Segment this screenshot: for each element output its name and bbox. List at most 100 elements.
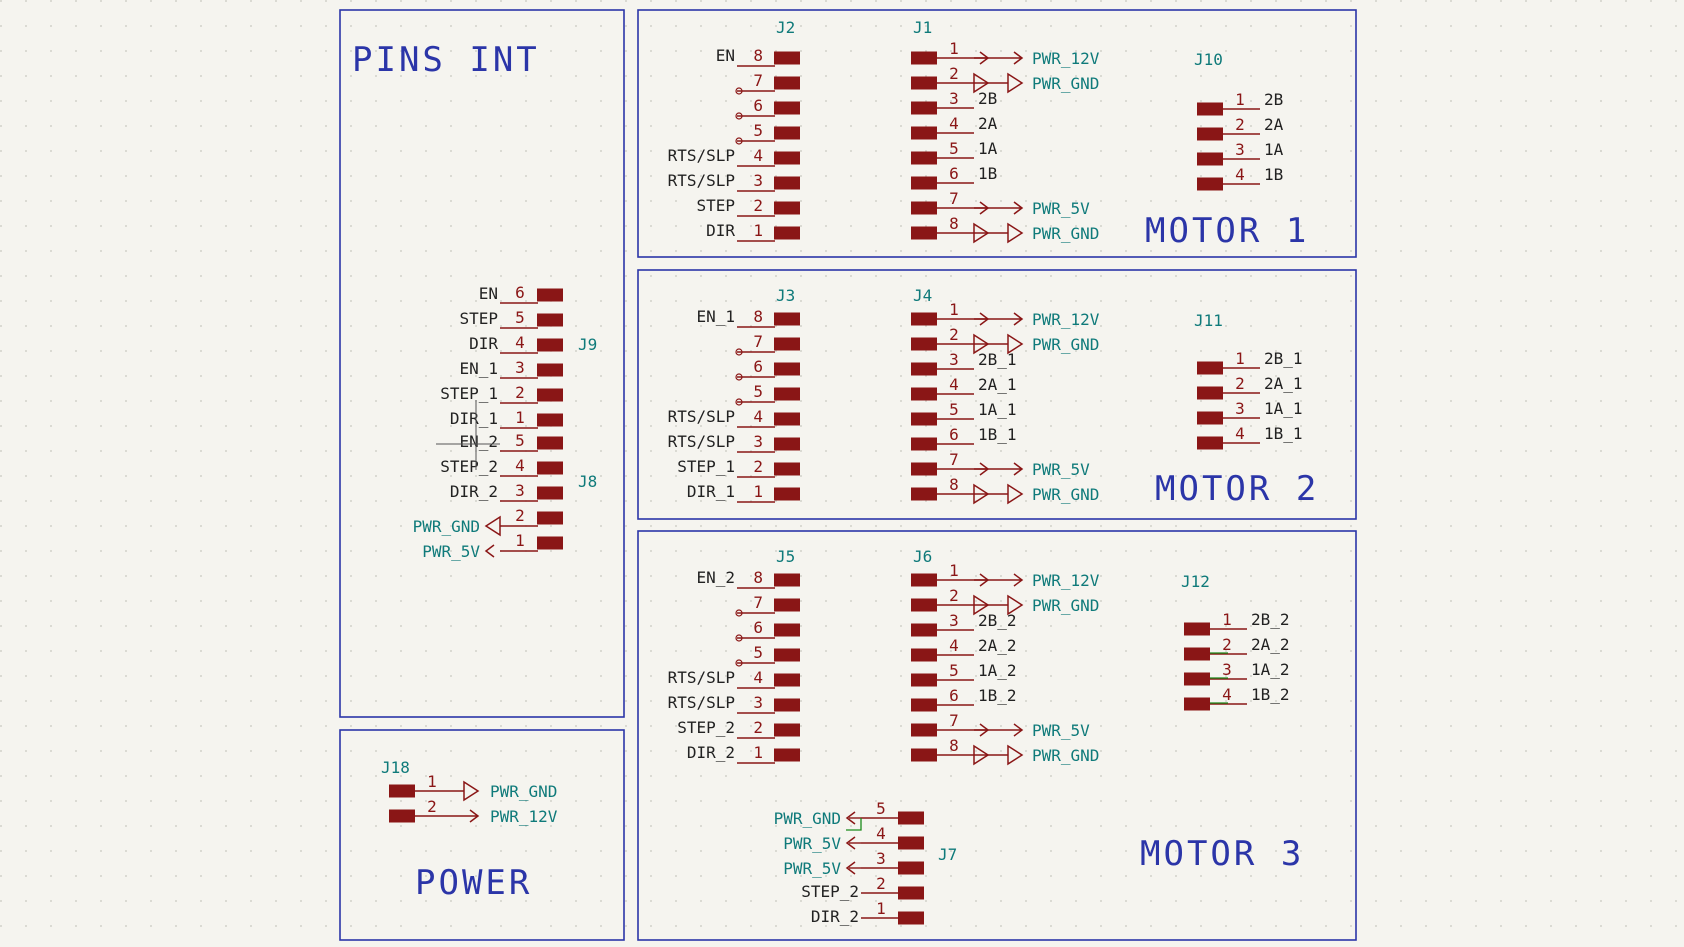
pin-number: 1 [949,39,959,58]
pin-label: RTS/SLP [668,693,735,712]
wire [846,818,862,831]
pin-number: 5 [753,121,763,140]
pin-pad [537,413,563,427]
pin-number: 5 [949,400,959,419]
net-label: PWR_12V [1032,571,1100,590]
pin-number: 8 [949,475,959,494]
net-label: PWR_GND [490,782,557,801]
pin-label: STEP [459,309,498,328]
ref-J11: J11 [1194,311,1223,330]
pin-label: 1B_2 [978,686,1017,705]
net-label: PWR_12V [1032,49,1100,68]
net-label: PWR_GND [1032,746,1099,765]
power-arrow-icon [1008,312,1024,326]
pin-number: 3 [753,171,763,190]
section-titles: PINS INT POWER MOTOR 1 MOTOR 2 MOTOR 3 [352,40,1319,903]
pin-pad [911,226,937,240]
pin-pad [1197,411,1223,425]
pin-pad [537,363,563,377]
pin-label: STEP_1 [440,384,498,403]
power-flag-icon [1007,72,1024,94]
pin-label: 1B_2 [1251,685,1290,704]
pin-pad [911,623,937,637]
power-arrow-icon [1008,573,1024,587]
pin-pad [774,337,800,351]
pin-number: 5 [876,799,886,818]
pin-label: 1A_2 [978,661,1017,680]
pin-pad [774,698,800,712]
pin-pad [1197,436,1223,450]
title-motor3: MOTOR 3 [1140,834,1304,874]
pin-label: 1B_1 [1264,424,1303,443]
pin-pad [911,598,937,612]
power-flag-icon [1007,222,1024,244]
pin-pad [1197,361,1223,375]
pin-number: 7 [753,593,763,612]
pin-number: 7 [949,450,959,469]
pin-number: 4 [515,456,525,475]
no-connect-marker [735,609,743,617]
pin-number: 2 [753,718,763,737]
pin-pad [537,461,563,475]
pin-number: 1 [1222,610,1232,629]
pin-pad [1184,622,1210,636]
pin-number: 1 [876,899,886,918]
pin-number: 6 [753,618,763,637]
pin-number: 6 [515,283,525,302]
power-arrow-icon [845,811,856,825]
pin-pad [1197,127,1223,141]
pin-number: 4 [753,668,763,687]
pin-pad [774,362,800,376]
pin-label: 2B_2 [978,611,1017,630]
net-label: PWR_5V [783,859,841,878]
pin-number: 2 [515,506,525,525]
pin-label: 2B [978,89,997,108]
pin-label: 2A_2 [978,636,1017,655]
power-flag-icon [1007,744,1024,766]
pin-number: 4 [949,375,959,394]
pin-number: 2 [1222,635,1232,654]
power-arrow-icon [464,809,480,823]
pin-number: 4 [753,146,763,165]
pin-pad [774,437,800,451]
pin-pad [911,673,937,687]
pin-number: 6 [949,164,959,183]
pin-pad [774,176,800,190]
pin-number: 3 [1235,399,1245,418]
pin-label: 1A_1 [978,400,1017,419]
pin-label: STEP_2 [677,718,735,737]
pin-pad [911,101,937,115]
power-arrow-icon [1008,462,1024,476]
pin-pad [1184,697,1210,711]
pin-pad [1197,386,1223,400]
pin-label: RTS/SLP [668,668,735,687]
title-motor2: MOTOR 2 [1155,469,1319,509]
ref-J4: J4 [913,286,932,305]
pin-label: 2B_2 [1251,610,1290,629]
pin-number: 3 [515,481,525,500]
power-flag-icon [1007,483,1024,505]
frame-motor1 [637,9,1357,258]
pin-number: 1 [949,561,959,580]
ref-J6: J6 [913,547,932,566]
pin-pad [537,486,563,500]
pin-number: 1 [515,408,525,427]
pin-label: RTS/SLP [668,432,735,451]
pin-label: 1B_1 [978,425,1017,444]
pin-number: 4 [876,824,886,843]
pin-pad [774,462,800,476]
pin-number: 2 [876,874,886,893]
power-arrow-icon [845,836,856,850]
net-label: PWR_5V [1032,460,1090,479]
pin-number: 2 [1235,374,1245,393]
pin-number: 8 [753,307,763,326]
frames [339,9,1357,941]
pin-number: 4 [1222,685,1232,704]
